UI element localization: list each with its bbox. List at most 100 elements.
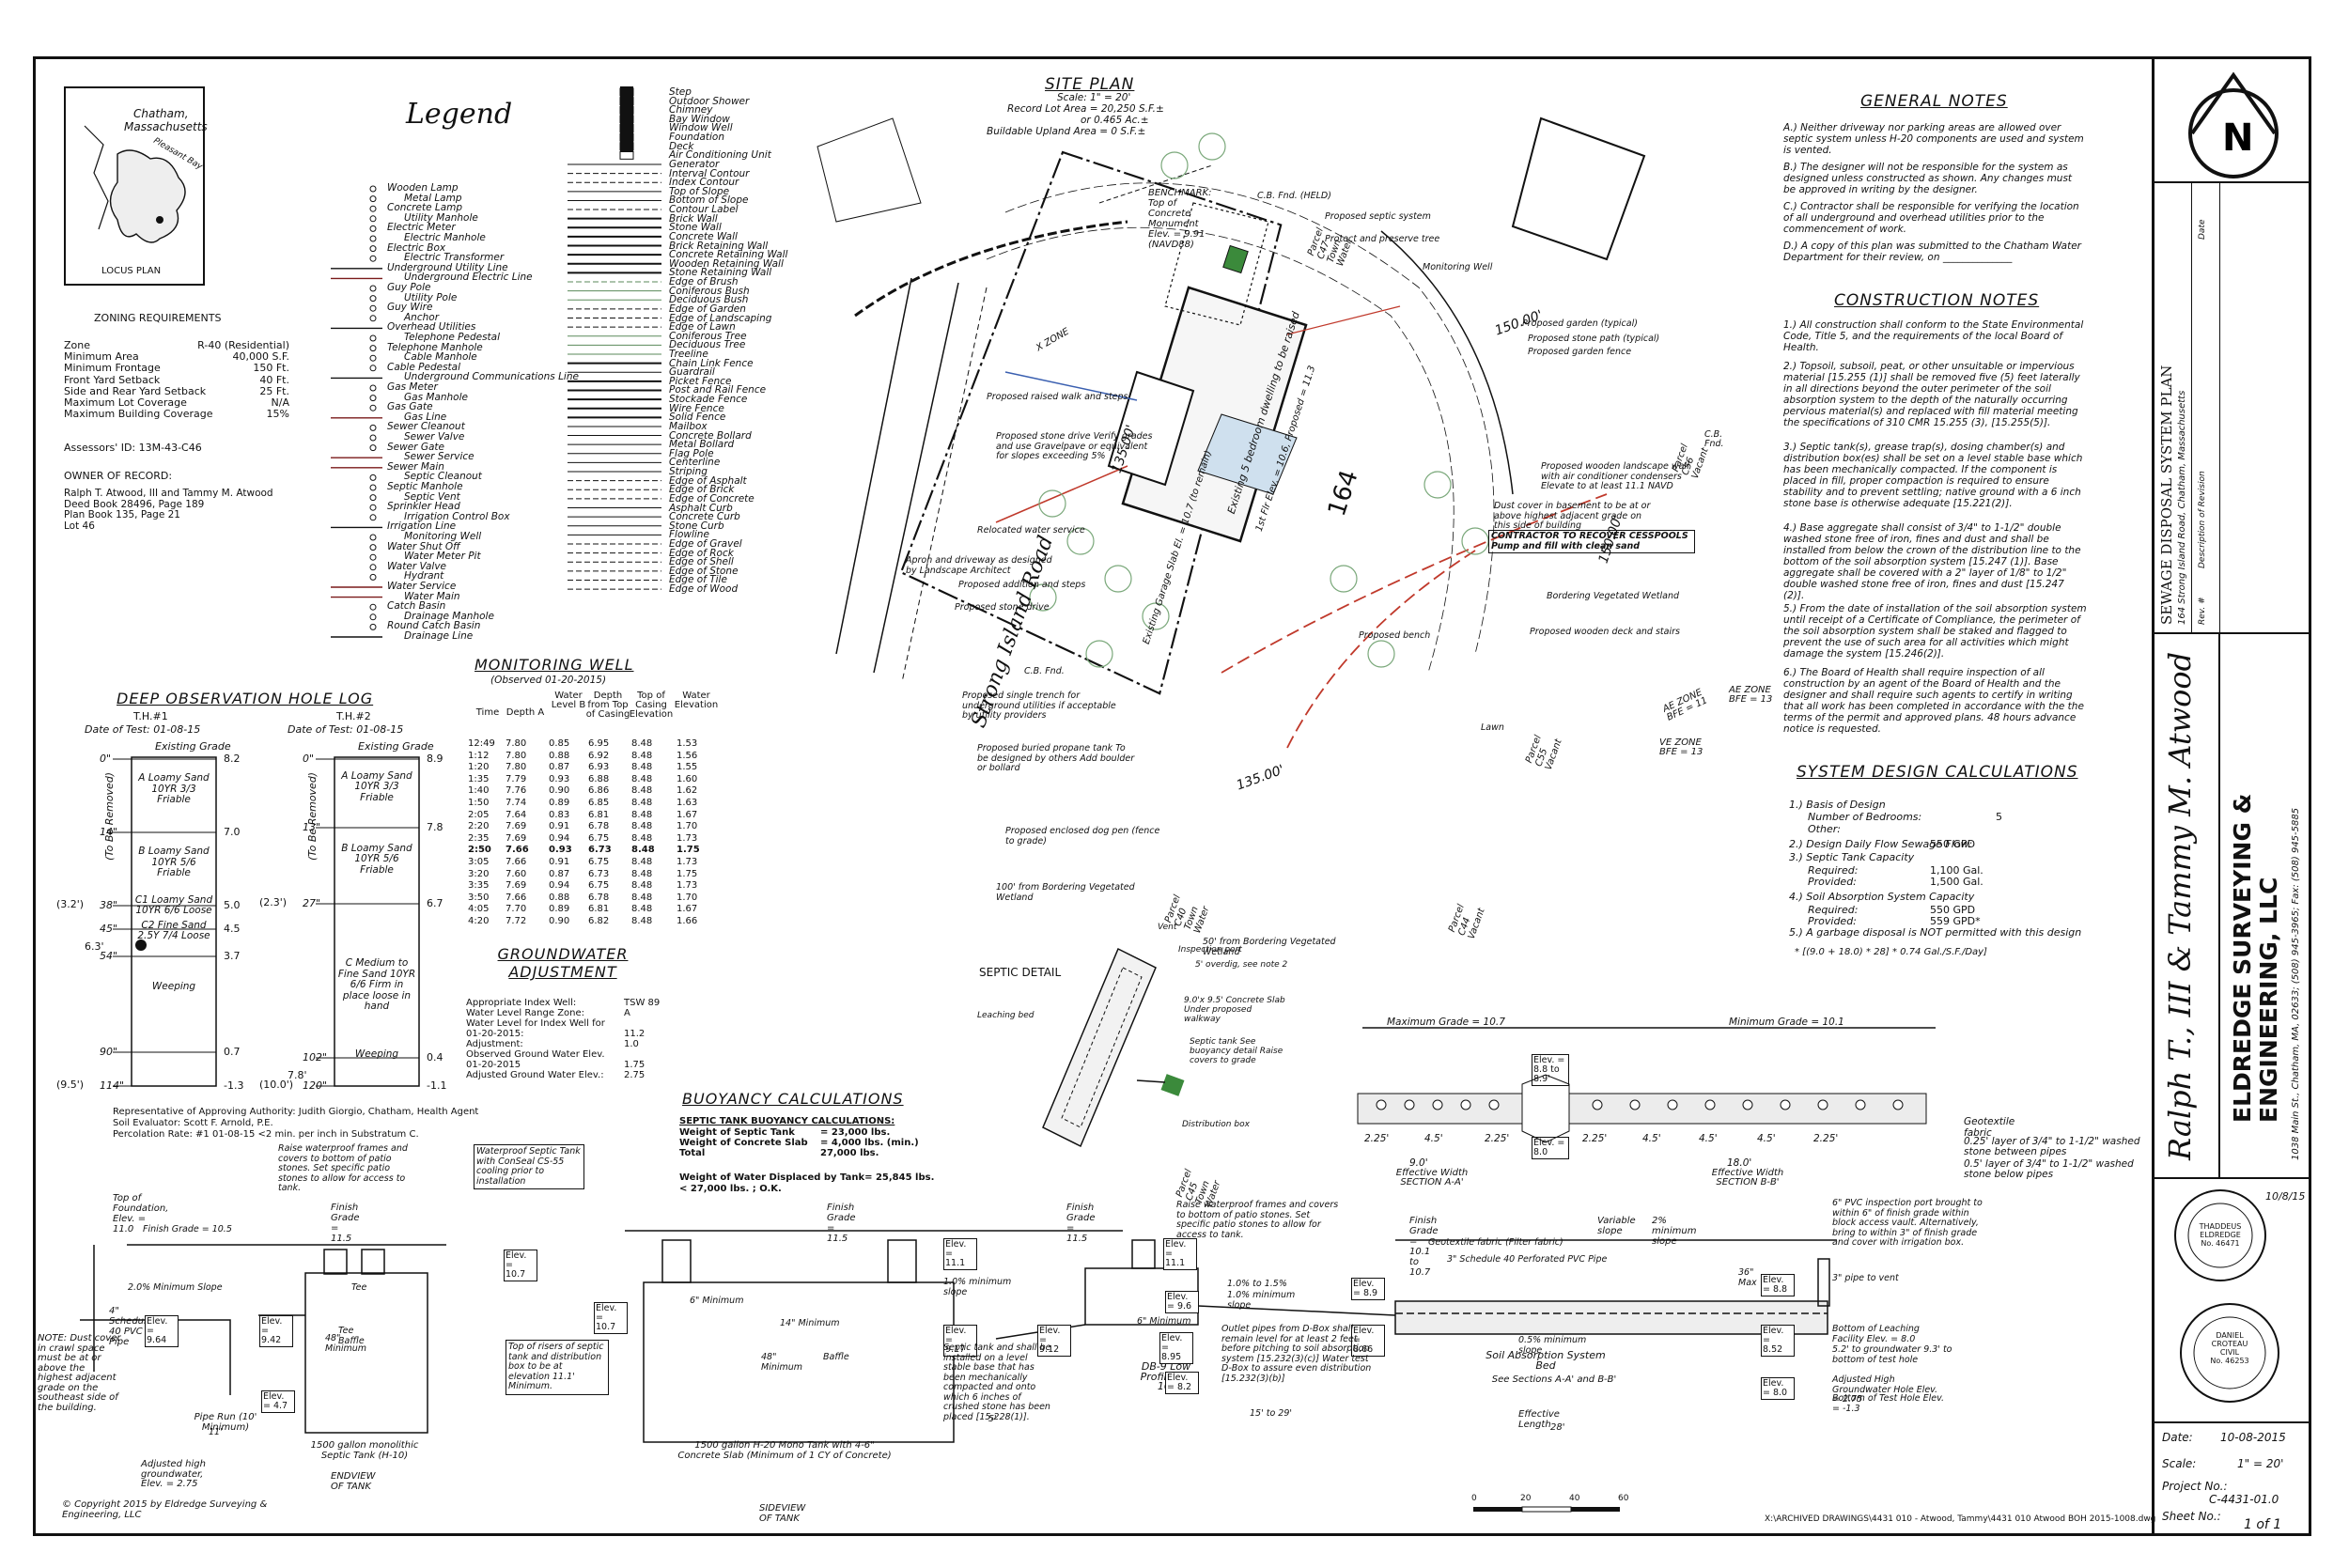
- mw-cell: 1.73: [677, 880, 698, 892]
- percolation-rate: Percolation Rate: #1 01-08-15 <2 min. pe…: [113, 1129, 419, 1140]
- general-note: C.) Contractor shall be responsible for …: [1783, 201, 2079, 235]
- profile-label: Soil Absorption System Bed: [1486, 1349, 1606, 1372]
- mw-cell: 0.94: [549, 880, 570, 892]
- mw-cell: 6.93: [588, 762, 610, 773]
- calc-label: Provided:: [1808, 876, 1857, 888]
- profile-elev: Elev. = 8.9: [1351, 1278, 1385, 1300]
- mw-cell: 8.48: [631, 750, 653, 761]
- mw-cell: 8.48: [631, 916, 653, 926]
- site-note: Proposed garden (typical): [1522, 318, 1638, 329]
- legend-item: Telephone Pedestal: [404, 332, 501, 343]
- legend-item: Water Valve: [387, 560, 447, 572]
- hole-mark: 7.8': [288, 1069, 307, 1081]
- profile-label: SIDEVIEW OF TANK: [759, 1503, 806, 1524]
- title-rev-block: SEWAGE DISPOSAL SYSTEM PLAN 164 Strong I…: [2155, 183, 2311, 634]
- hole-depth: 114": [100, 1079, 125, 1092]
- profile-elev: Elev. = 9.17: [943, 1325, 977, 1357]
- hole-depth: 90": [100, 1046, 118, 1058]
- zoning-value: 25 Ft.: [259, 384, 289, 397]
- legend-item: Flowline: [669, 529, 709, 541]
- north-arrow-icon: N: [2188, 71, 2279, 179]
- firm-address: 1038 Main St., Chatham, MA, 02633; (508)…: [2291, 807, 2301, 1160]
- legend-point-icon: [369, 573, 377, 581]
- mw-cell: 7.80: [506, 762, 527, 773]
- legend-item: Electric Manhole: [404, 232, 486, 243]
- legend-item: Brick Retaining Wall: [669, 240, 769, 252]
- legend-item: Gas Meter: [387, 381, 438, 393]
- gw-value: 1.75: [624, 1060, 646, 1070]
- construction-notes-title: CONSTRUCTION NOTES: [1834, 291, 2040, 310]
- septic-detail-label: Vent: [1158, 923, 1177, 932]
- zoning-value: N/A: [271, 396, 289, 409]
- hole-mark: (To Be Removed): [103, 771, 116, 861]
- profile-note: 3" pipe to vent: [1832, 1273, 1899, 1283]
- legend-item: Edge of Wood: [669, 583, 739, 596]
- zoning-value: R-40 (Residential): [197, 339, 289, 351]
- mw-cell: 3:20: [468, 868, 490, 879]
- mw-cell: 6.81: [588, 904, 610, 915]
- tree-icon: [1367, 640, 1395, 668]
- mw-cell: 7.72: [506, 916, 527, 926]
- calc-value: 559 GPD*: [1930, 915, 1981, 927]
- rev-header-date: Date: [2198, 219, 2207, 240]
- plan-title: SEWAGE DISPOSAL SYSTEM PLAN: [2158, 365, 2175, 625]
- legend-item: Coniferous Bush: [669, 285, 750, 297]
- calc-label: Required:: [1808, 864, 1859, 877]
- section-label: Effective Width SECTION A-A': [1395, 1168, 1469, 1188]
- hole-elev: 8.2: [224, 753, 241, 765]
- site-note: Proposed raised walk and steps: [987, 392, 1128, 402]
- mw-cell: 6.81: [588, 809, 610, 820]
- legend-item: Wire Fence: [669, 402, 724, 414]
- mw-cell: 4:20: [468, 916, 490, 926]
- locus-caption: LOCUS PLAN: [101, 266, 162, 276]
- profile-label: Variable slope: [1597, 1216, 1636, 1236]
- profile-elev: Elev. = 11.1: [1163, 1238, 1197, 1270]
- site-note: Bordering Vegetated Wetland: [1547, 591, 1680, 601]
- general-note: B.) The designer will not be responsible…: [1783, 162, 2073, 195]
- profile-label: Finish Grade = 11.5: [1066, 1203, 1096, 1244]
- legend-item: Centerline: [669, 457, 721, 469]
- mw-cell: 1:12: [468, 750, 490, 761]
- stamp-line: DANIEL: [2216, 1331, 2244, 1340]
- zoning-label: Front Yard Setback: [64, 373, 161, 386]
- pipe-icon: [1432, 1099, 1443, 1110]
- site-note: Proposed septic system: [1325, 211, 1431, 222]
- calc-label: Provided:: [1808, 915, 1857, 927]
- hole-elev: 4.5: [224, 923, 241, 935]
- zoning-label: Minimum Frontage: [64, 362, 161, 375]
- legend-building-icon: [620, 86, 633, 152]
- pipe-icon: [1742, 1099, 1753, 1110]
- locus-map-icon: [84, 125, 186, 243]
- construction-note: 2.) Topsoil, subsoil, peat, or other uns…: [1783, 361, 2080, 428]
- site-note: Proposed stone drive Verify grades and u…: [996, 431, 1153, 461]
- project-value: C-4431-01.0: [2209, 1493, 2279, 1506]
- mw-cell: 8.48: [631, 762, 653, 773]
- construction-note: 3.) Septic tank(s), grease trap(s), dosi…: [1783, 442, 2083, 509]
- septic-detail-label: 9.0'x 9.5' Concrete Slab Under proposed …: [1184, 996, 1285, 1024]
- stamp-line: CROTEAU: [2211, 1340, 2248, 1348]
- gw-label: Water Level Range Zone:: [466, 1008, 585, 1018]
- legend-right-symbols: [568, 86, 661, 590]
- zoning-label: Side and Rear Yard Setback: [64, 384, 207, 397]
- tree-icon: [1160, 151, 1189, 179]
- hole-grade-label: Existing Grade: [358, 740, 434, 753]
- hole-elev: 3.7: [224, 950, 241, 962]
- legend-item: Sewer Service: [404, 451, 474, 463]
- tree-icon: [1461, 527, 1489, 555]
- mw-cell: 6.95: [588, 738, 610, 749]
- mw-cell: 6.73: [588, 868, 610, 879]
- septic-detail-label: Distribution box: [1182, 1120, 1250, 1129]
- copyright: © Copyright 2015 by Eldredge Surveying &…: [62, 1499, 268, 1520]
- tree-icon: [1066, 527, 1095, 555]
- min-grade: Minimum Grade = 10.1: [1729, 1017, 1844, 1028]
- legend-item: Guy Wire: [387, 302, 433, 314]
- mw-cell: 0.93: [549, 773, 570, 784]
- buoyancy-title: BUOYANCY CALCULATIONS: [682, 1090, 904, 1108]
- legend-item: Water Meter Pit: [404, 551, 481, 563]
- mw-cell: 1.60: [677, 773, 698, 784]
- mw-cell: 1.73: [677, 857, 698, 867]
- mw-cell: 7.80: [506, 738, 527, 749]
- general-notes-title: GENERAL NOTES: [1860, 92, 2008, 111]
- mw-cell: 1.73: [677, 832, 698, 844]
